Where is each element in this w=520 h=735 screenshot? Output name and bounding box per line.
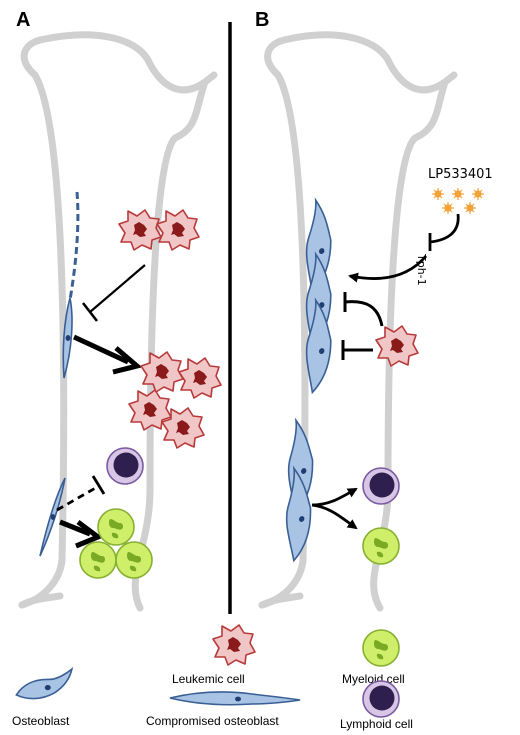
inhibition-bar (81, 302, 99, 322)
legend-osteoblast-icon (15, 666, 74, 700)
compromised-osteoblast-dashed (68, 191, 80, 301)
thick-arrow (72, 334, 130, 365)
myeloid-cell (115, 541, 153, 579)
thick-arrow-head (112, 346, 143, 375)
thick-arrow-myeloid-head (75, 520, 104, 549)
drug-label: LP533401 (428, 167, 493, 182)
legend-compromised-osteoblast-icon (169, 691, 301, 706)
panel-a-label: A (16, 9, 30, 31)
tph1-arrow (348, 255, 428, 283)
compromised-osteoblast (62, 297, 73, 379)
legend-leukemic-icon (212, 624, 256, 666)
leukemic-cell (156, 209, 200, 251)
branch-arrow-lymphoid (311, 487, 358, 507)
legend-lymphoid-icon (362, 680, 400, 718)
leukemic-cell (375, 325, 419, 367)
leukemic-curved-inhibition (344, 300, 384, 327)
myeloid-cell (362, 527, 400, 565)
thick-arrow-myeloid (59, 519, 91, 537)
lymphoid-cell (362, 467, 400, 505)
tph1-label: Tph-1 (415, 253, 428, 286)
dashed-inhibition-line (56, 484, 100, 512)
myeloid-cell (97, 508, 135, 546)
dashed-inhibition-bar (91, 475, 106, 495)
legend-osteoblast-label: Osteoblast (12, 714, 70, 728)
legend-myeloid-icon (362, 629, 400, 667)
legend-compromised-osteoblast-label: Compromised osteoblast (146, 714, 279, 728)
panel-b-label: B (255, 9, 269, 31)
bone-bottom-a (18, 592, 64, 609)
bone-bottom-b (258, 592, 304, 609)
drug-inhibition-line (429, 213, 460, 244)
inhibition-line (89, 264, 146, 313)
branch-arrow-myeloid (311, 503, 358, 530)
lymphoid-cell (106, 447, 144, 485)
leukemic-cell (178, 357, 222, 399)
legend-lymphoid-label: Lymphoid cell (340, 717, 413, 731)
osteoblast (253, 467, 336, 563)
compromised-osteoblast-lower (39, 477, 66, 557)
myeloid-cell (79, 541, 117, 579)
legend-leukemic-label: Leukemic cell (172, 672, 245, 686)
drug-particles (432, 188, 484, 214)
